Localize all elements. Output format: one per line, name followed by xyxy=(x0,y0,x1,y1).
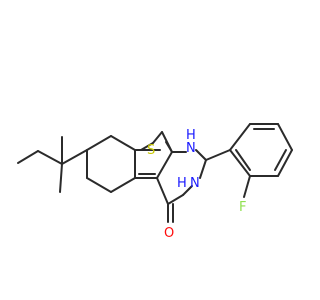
fluorophenyl-ring xyxy=(205,123,293,198)
nh-atom-3: N H xyxy=(177,176,200,191)
svg-text:H: H xyxy=(186,128,196,143)
molecule-diagram: S N H N H O F xyxy=(17,123,293,241)
cyclohexene-ring xyxy=(86,135,136,193)
thiophene-ring xyxy=(134,131,173,179)
pyrimidinone-ring xyxy=(156,149,207,223)
svg-text:N: N xyxy=(190,176,200,191)
sulfur-atom: S xyxy=(147,143,155,158)
nh-atom-1: N H xyxy=(186,128,196,156)
svg-text:N: N xyxy=(186,141,196,156)
svg-text:H: H xyxy=(177,176,187,191)
fluorine-atom: F xyxy=(239,200,246,215)
structure-drawing: S N H N H O F xyxy=(17,123,293,241)
tert-pentyl-group xyxy=(17,136,88,193)
oxygen-atom: O xyxy=(164,226,174,241)
